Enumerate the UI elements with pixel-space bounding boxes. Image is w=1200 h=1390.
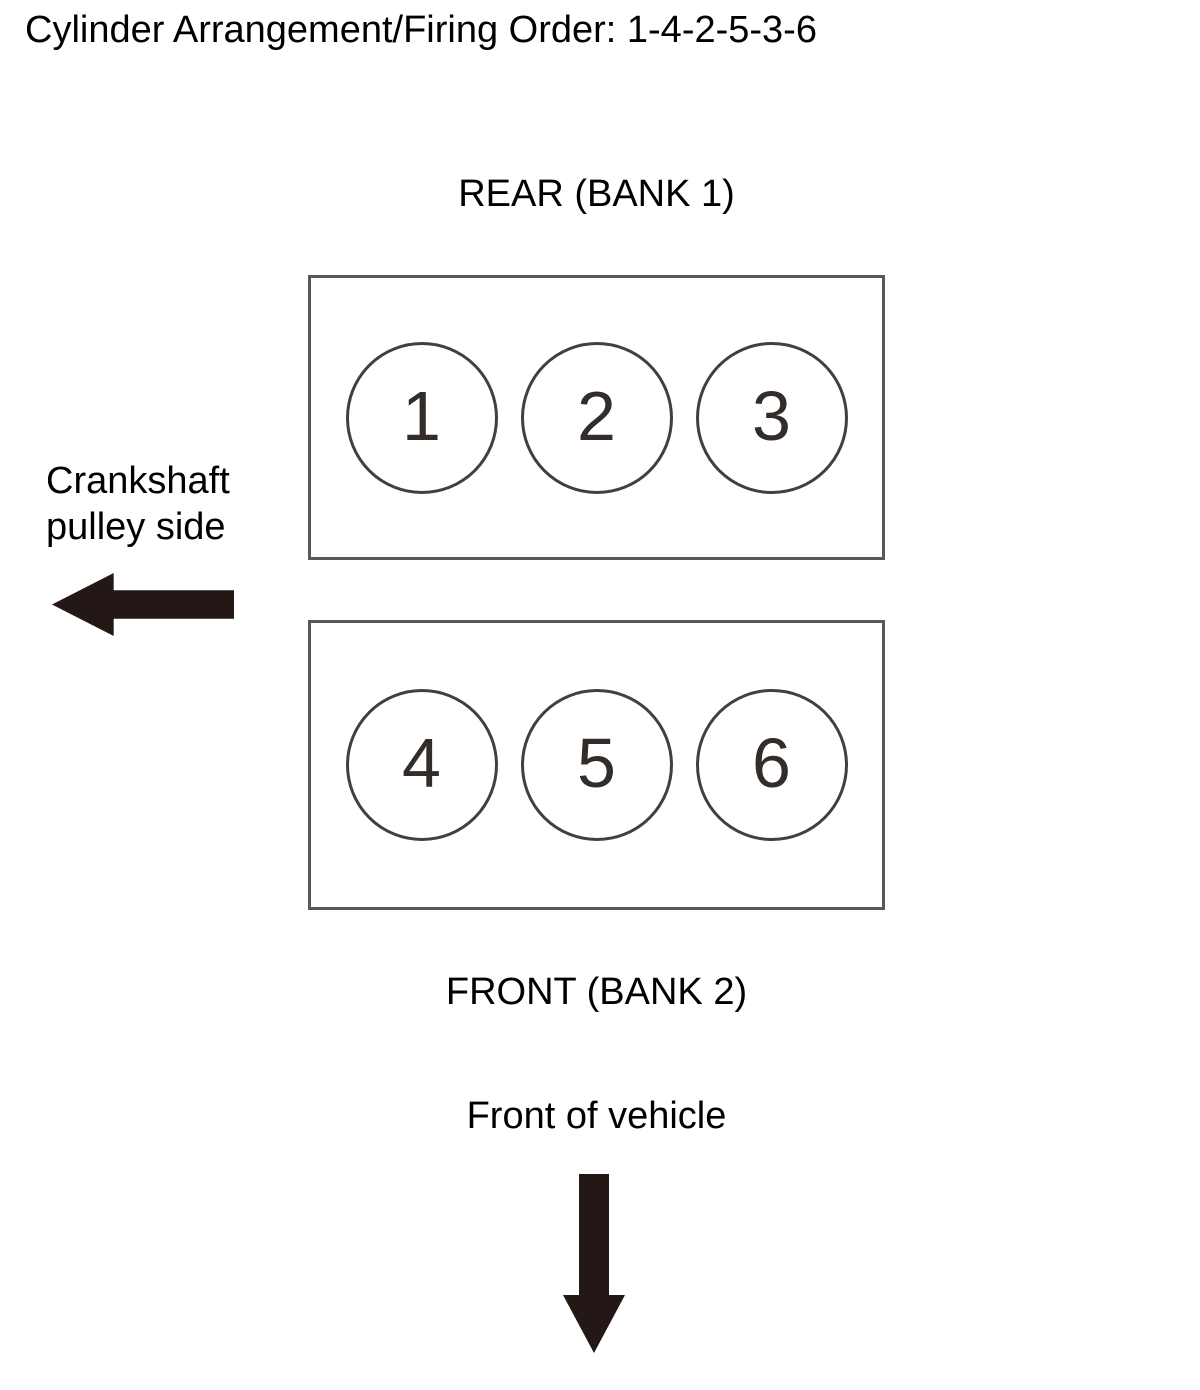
crankshaft-pulley-side-label-line2: pulley side bbox=[46, 506, 226, 548]
cylinder-3-number: 3 bbox=[752, 376, 791, 455]
cylinder-4-number: 4 bbox=[402, 724, 441, 802]
front-of-vehicle-label: Front of vehicle bbox=[466, 1095, 727, 1137]
cylinder-5-number: 5 bbox=[577, 724, 616, 802]
bank2-box: 4 5 6 bbox=[308, 620, 885, 910]
bank1-box: 1 2 3 bbox=[308, 275, 885, 560]
down-arrow-icon bbox=[563, 1174, 625, 1353]
cylinder-1: 1 bbox=[345, 341, 498, 494]
bank2-front-label: FRONT (BANK 2) bbox=[445, 971, 748, 1013]
bank1-rear-label: REAR (BANK 1) bbox=[458, 173, 735, 215]
cylinder-5: 5 bbox=[520, 689, 673, 841]
crankshaft-pulley-side-label-line1: Crankshaft bbox=[46, 460, 230, 502]
cylinder-6-number: 6 bbox=[752, 724, 791, 802]
cylinder-2-number: 2 bbox=[577, 376, 616, 455]
cylinder-4: 4 bbox=[345, 689, 498, 841]
cylinder-6: 6 bbox=[695, 689, 848, 841]
left-arrow-icon bbox=[52, 573, 234, 636]
page-title: Cylinder Arrangement/Firing Order: 1-4-2… bbox=[25, 9, 817, 51]
crankshaft-pulley-side-label: Crankshaft pulley side bbox=[46, 458, 230, 550]
cylinder-1-number: 1 bbox=[402, 376, 441, 455]
cylinder-3: 3 bbox=[695, 341, 848, 494]
cylinder-2: 2 bbox=[520, 341, 673, 494]
